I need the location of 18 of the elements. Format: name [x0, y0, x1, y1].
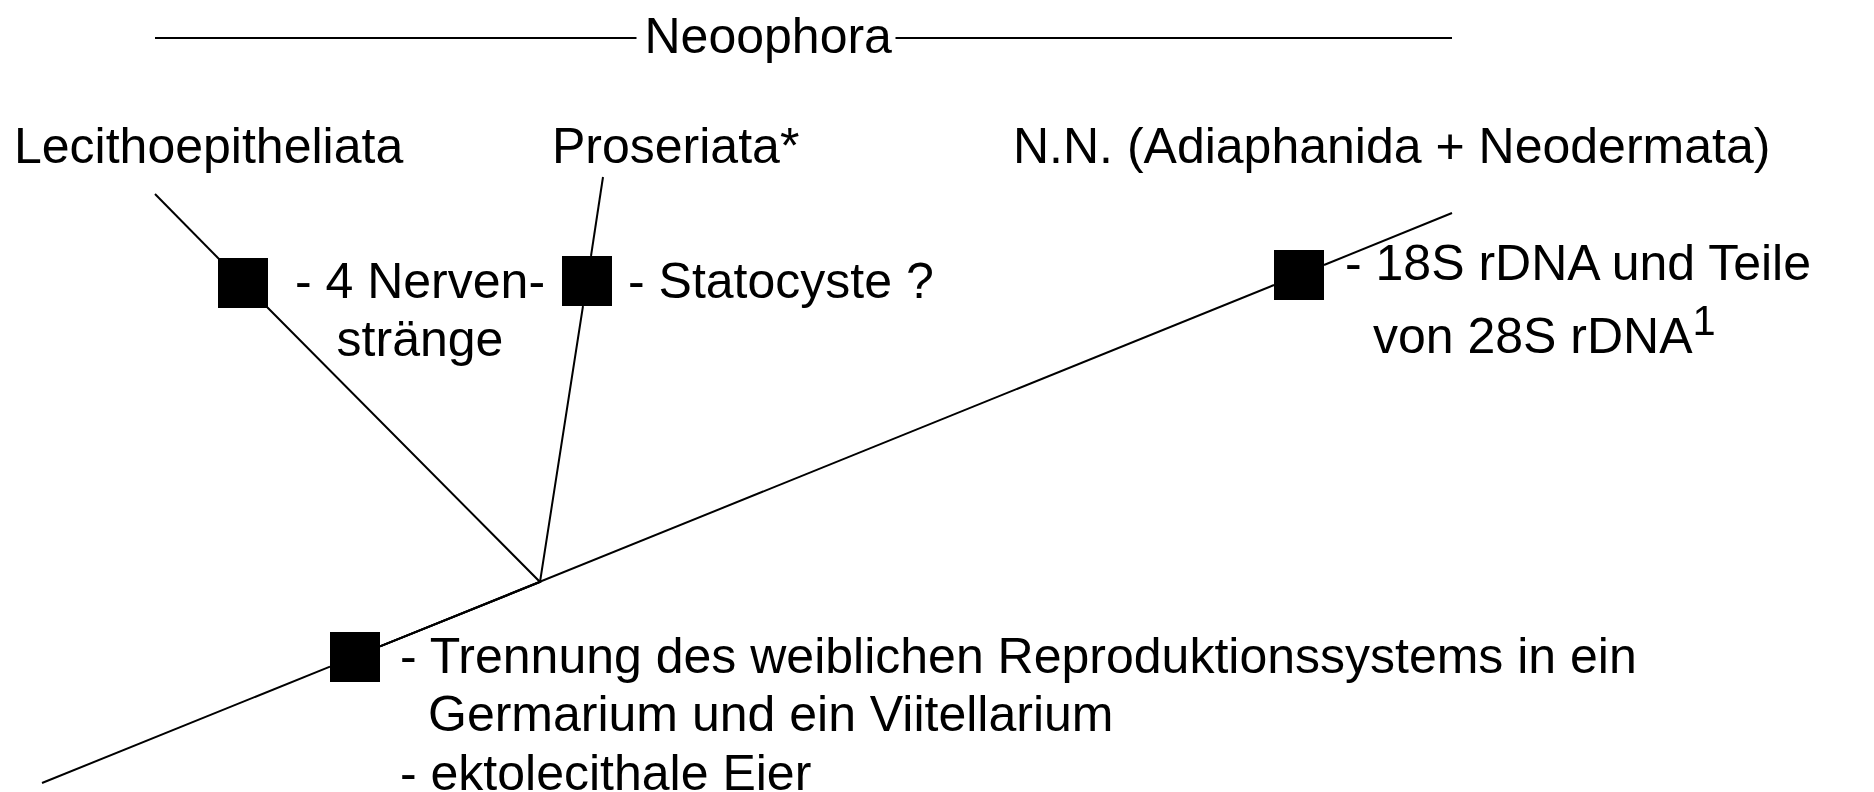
branch-line: [154, 193, 220, 260]
character-square: [562, 256, 612, 306]
character-label: - ektolecithale Eier: [400, 744, 813, 792]
branch-line: [590, 176, 604, 257]
character-label: - 18S rDNA und Teile von 28S rDNA$^{1}$: [1345, 234, 1812, 365]
taxon-name: Lecithoepitheliata: [14, 117, 404, 175]
character-square: [1274, 250, 1324, 300]
branch-line: [379, 284, 1275, 648]
character-square: [218, 258, 268, 308]
character-label: - Statocyste ?: [628, 252, 935, 310]
taxon-name: N.N. (Adiaphanida + Neodermata): [1013, 117, 1771, 175]
branch-line: [1323, 212, 1453, 266]
character-label: - Trennung des weiblichen Reproduktionssystems in ein Germarium und ein Viitellarium: [400, 627, 1638, 743]
character-label: - 4 Nerven- stränge: [293, 252, 547, 368]
branch-line: [41, 665, 331, 784]
taxon-name: Proseriata*: [552, 117, 800, 175]
character-square: [330, 632, 380, 682]
clade-name: Neoophora: [644, 7, 892, 65]
